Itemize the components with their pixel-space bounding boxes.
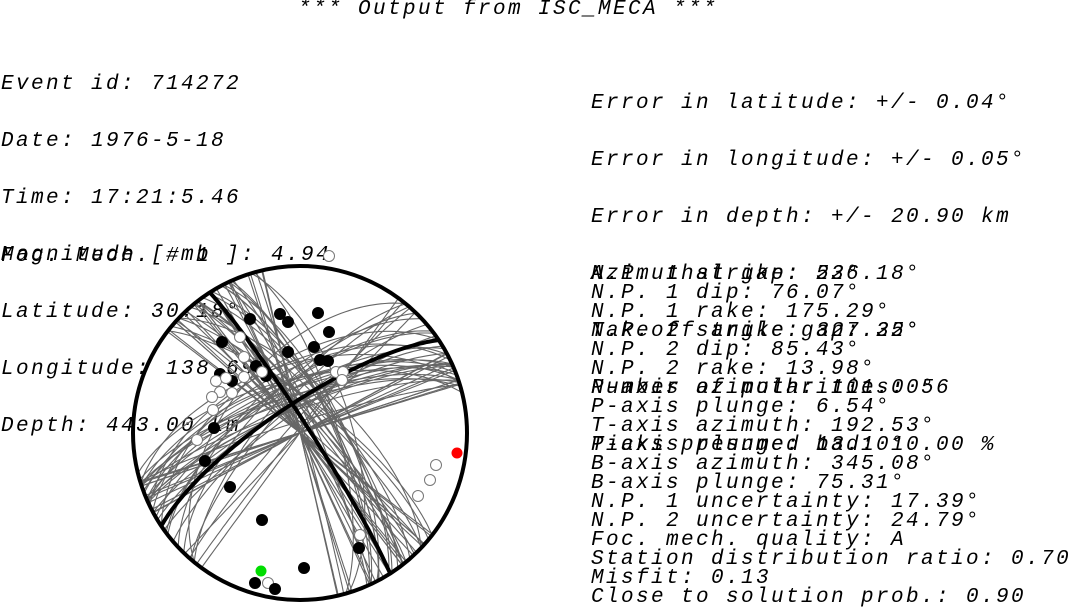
dilatation-polarity xyxy=(412,490,424,502)
mechanism-param: B-axis azimuth: 345.08° xyxy=(591,453,937,476)
alternative-nodal-plane xyxy=(172,323,428,542)
mechanism-label: Foc. Mech. # 1 xyxy=(1,245,212,268)
error-longitude: Error in longitude: +/- 0.05° xyxy=(591,149,1027,172)
p-axis-marker xyxy=(451,447,463,459)
compression-polarity xyxy=(298,562,310,574)
compression-polarity xyxy=(199,455,211,467)
mechanism-param: B-axis plunge: 75.31° xyxy=(591,472,907,495)
dilatation-polarity xyxy=(226,387,238,399)
page-title: *** Output from ISC_MECA *** xyxy=(298,0,719,21)
compression-polarity xyxy=(244,313,256,325)
compression-polarity xyxy=(282,316,294,328)
mechanism-param: N.P. 2 rake: 13.98° xyxy=(591,358,877,381)
compression-polarity xyxy=(208,422,220,434)
dilatation-polarity xyxy=(207,404,219,416)
azimuthal-gap: Azimuthal gap: 52° xyxy=(591,263,862,286)
mechanism-param: Misfit: 0.13 xyxy=(591,567,772,590)
picks-presumed-bad: Picks presumed bad: 10.00 % xyxy=(591,434,997,457)
event-time: Time: 17:21:5.46 xyxy=(1,187,242,210)
mechanism-param: Foc. mech. quality: A xyxy=(591,529,907,552)
compression-polarity xyxy=(308,341,320,353)
event-id: Event id: 714272 xyxy=(1,73,242,96)
mechanism-param: P-axis azimuth: 101.00° xyxy=(591,377,937,400)
compression-polarity xyxy=(274,308,286,320)
mechanism-param: N.P. 1 rake: 175.29° xyxy=(591,301,892,324)
compression-polarity xyxy=(216,336,228,348)
compression-polarity xyxy=(322,355,334,367)
event-latitude: Latitude: 30.18° xyxy=(1,301,242,324)
nodal-plane-1 xyxy=(159,338,439,527)
dilatation-polarity xyxy=(220,372,232,384)
dilatation-polarity xyxy=(191,434,203,446)
focal-sphere-outline xyxy=(131,264,469,602)
dilatation-polarity xyxy=(238,371,250,383)
compression-polarity xyxy=(249,577,261,589)
dilatation-polarity xyxy=(234,331,246,343)
compression-polarity xyxy=(224,481,236,493)
alternative-nodal-plane xyxy=(165,332,434,533)
mechanism-param: T-axis plunge: 13.10° xyxy=(591,434,907,457)
mechanism-param: Station distribution ratio: 0.70 xyxy=(591,548,1070,571)
dilatation-polarity xyxy=(424,474,436,486)
mechanism-param: N.P. 1 strike: 236.18° xyxy=(591,263,922,286)
error-latitude: Error in latitude: +/- 0.04° xyxy=(591,92,1012,115)
takeoff-angle-gap: Takeoff angle gap: 25° xyxy=(591,320,922,343)
compression-polarity xyxy=(312,307,324,319)
alternative-nodal-plane xyxy=(193,303,407,563)
event-info: Event id: 714272 Date: 1976-5-18 Time: 1… xyxy=(1,37,331,455)
compression-polarity xyxy=(282,346,294,358)
dilatation-polarity xyxy=(430,459,442,471)
dilatation-polarity xyxy=(336,374,348,386)
nodal-plane-2 xyxy=(208,291,393,575)
mechanism-param: T-axis azimuth: 192.53° xyxy=(591,415,937,438)
dilatation-polarity xyxy=(238,351,250,363)
event-magnitude: Magnitude [ mb ]: 4.94 xyxy=(1,244,332,267)
alternative-nodal-plane xyxy=(146,364,454,500)
mechanism-param: Close to solution prob.: 0.90 xyxy=(591,586,1027,609)
t-axis-marker xyxy=(255,565,267,577)
mechanism-param: N.P. 2 dip: 85.43° xyxy=(591,339,862,362)
event-depth: Depth: 443.00 km xyxy=(1,415,242,438)
mechanism-param: N.P. 1 dip: 76.07° xyxy=(591,282,862,305)
mechanism-param: P-axis plunge: 6.54° xyxy=(591,396,892,419)
alternative-nodal-plane xyxy=(183,312,417,553)
error-depth: Error in depth: +/- 20.90 km xyxy=(591,206,1012,229)
dilatation-polarity xyxy=(210,375,222,387)
mechanism-param: N.P. 2 strike: 327.32° xyxy=(591,320,922,343)
compression-polarity xyxy=(269,583,281,595)
event-date: Date: 1976-5-18 xyxy=(1,130,227,153)
compression-polarity xyxy=(323,326,335,338)
mechanism-params: N.P. 1 strike: 236.18°N.P. 1 dip: 76.07°… xyxy=(591,263,1070,609)
alternative-nodal-plane xyxy=(251,272,366,593)
error-info: Error in latitude: +/- 0.04° Error in lo… xyxy=(591,56,1026,474)
alternative-nodal-plane xyxy=(253,271,354,594)
dilatation-polarity xyxy=(256,366,268,378)
mechanism-param: N.P. 1 uncertainty: 17.39° xyxy=(591,491,982,514)
compression-polarity xyxy=(353,542,365,554)
dilatation-polarity xyxy=(206,391,218,403)
number-of-polarities: Number of polarities: 56 xyxy=(591,377,952,400)
dilatation-polarity xyxy=(323,250,335,262)
dilatation-polarity xyxy=(354,529,366,541)
alternative-nodal-plane xyxy=(189,307,411,559)
mechanism-param: N.P. 2 uncertainty: 24.79° xyxy=(591,510,982,533)
compression-polarity xyxy=(256,514,268,526)
alternative-nodal-plane xyxy=(145,367,455,499)
alternative-nodal-plane xyxy=(147,359,453,503)
